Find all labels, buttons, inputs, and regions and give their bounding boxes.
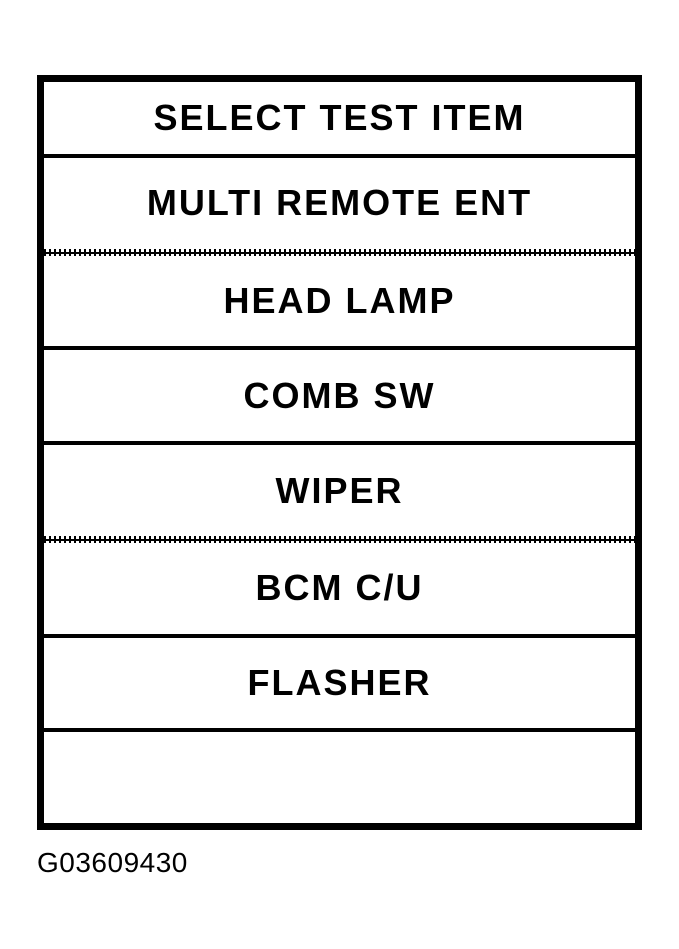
menu-item-comb-sw[interactable]: COMB SW: [243, 374, 436, 416]
row-divider: [44, 633, 635, 638]
row-divider: [44, 154, 635, 158]
menu-item-empty[interactable]: [44, 732, 635, 823]
screen-title: SELECT TEST ITEM: [153, 97, 526, 138]
row-divider: [44, 535, 635, 543]
figure-id-caption: G03609430: [37, 847, 188, 878]
row-divider: [44, 248, 635, 256]
menu-item-head-lamp[interactable]: HEAD LAMP: [223, 280, 456, 322]
menu-item-bcm-cu[interactable]: BCM C/U: [255, 567, 424, 609]
row-divider: [44, 441, 635, 446]
row-divider: [44, 346, 635, 351]
menu-item-multi-remote-ent[interactable]: MULTI REMOTE ENT: [146, 182, 533, 224]
menu-item-wiper[interactable]: WIPER: [275, 469, 404, 511]
menu-item-flasher[interactable]: FLASHER: [247, 661, 432, 703]
row-divider: [44, 728, 635, 733]
select-test-item-screen: SELECT TEST ITEM MULTI REMOTE ENT HEAD L…: [37, 75, 642, 830]
